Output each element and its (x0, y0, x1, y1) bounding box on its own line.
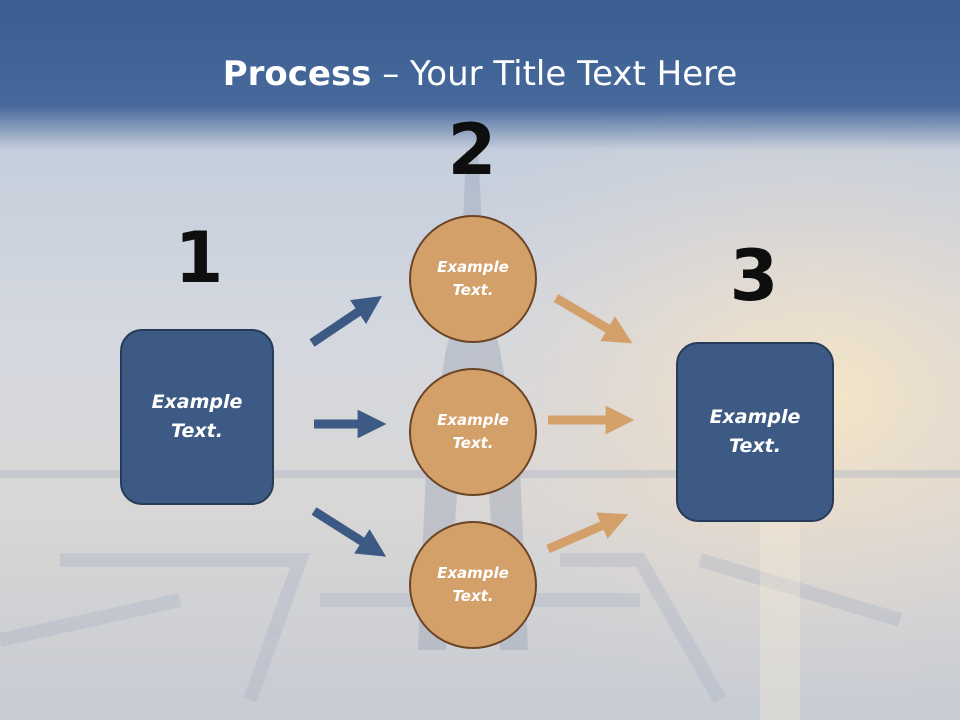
step-number-2: 2 (447, 109, 497, 191)
step-number-1: 1 (174, 217, 224, 299)
arrow-left-to-bottom (311, 507, 387, 557)
step-number-3: 3 (729, 235, 779, 317)
arrow-top-to-right (553, 294, 633, 344)
arrow-left-to-top (309, 295, 382, 347)
title-band (0, 0, 960, 150)
title-bold: Process (222, 54, 372, 94)
arrow-bottom-to-right (546, 512, 629, 554)
page-title: Process – Your Title Text Here (0, 52, 960, 96)
title-rest: – Your Title Text Here (371, 54, 738, 94)
